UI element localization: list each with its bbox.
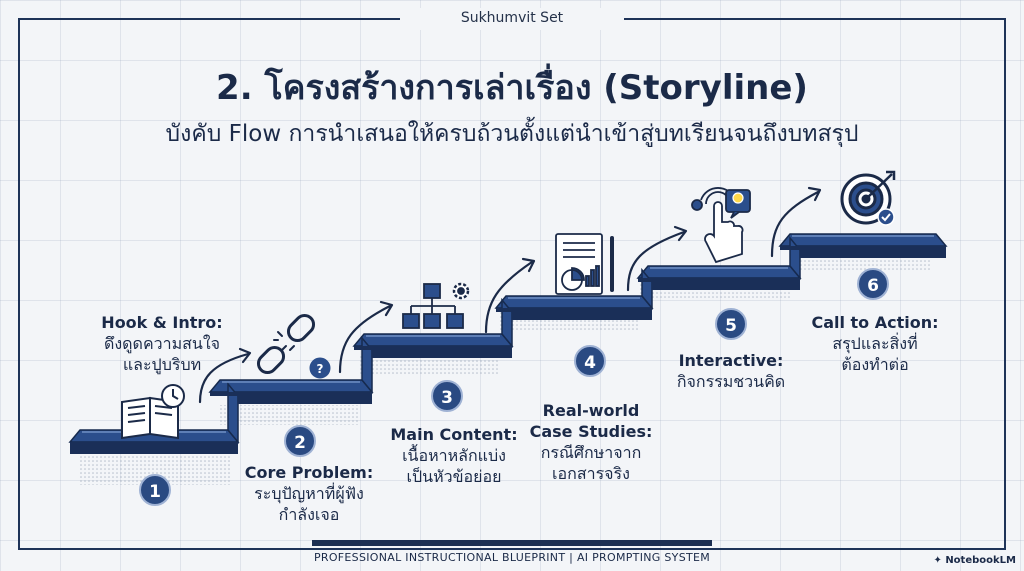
frame-label-mask bbox=[400, 8, 624, 30]
stair-front-faces bbox=[70, 246, 946, 454]
step-2-desc-line-1: ระบุปัญหาที่ผู้ฟัง bbox=[254, 484, 364, 503]
step-1-label: Hook & Intro: ดึงดูดความสนใจ และปูบริบท bbox=[78, 312, 246, 375]
step-3-badge: 3 bbox=[431, 380, 463, 412]
step-4-label: Real-world Case Studies: กรณีศึกษาจาก เอ… bbox=[516, 400, 666, 484]
step-6-desc-line-2: ต้องทำต่อ bbox=[841, 355, 909, 374]
step-2-desc-line-2: กำลังเจอ bbox=[278, 505, 340, 524]
hierarchy-gear-icon bbox=[402, 282, 470, 329]
step-1-badge: 1 bbox=[139, 474, 171, 506]
step-5-title: Interactive: bbox=[678, 351, 784, 370]
step-2-label: Core Problem: ระบุปัญหาที่ผู้ฟัง กำลังเจ… bbox=[234, 462, 384, 525]
step-2-title: Core Problem: bbox=[244, 463, 374, 482]
step-4-desc-line-1: กรณีศึกษาจาก bbox=[540, 443, 642, 462]
broken-chain-question-icon bbox=[256, 313, 331, 379]
page-title: 2. โครงสร้างการเล่าเรื่อง (Storyline) bbox=[216, 68, 808, 108]
hand-touch-lightbulb-icon bbox=[691, 187, 751, 264]
step-3-desc-line-2: เป็นหัวข้อย่อย bbox=[406, 467, 502, 486]
step-2-badge: 2 bbox=[284, 425, 316, 457]
progress-arrows bbox=[198, 186, 822, 404]
step-3-label: Main Content: เนื้อหาหลักแบ่ง เป็นหัวข้อ… bbox=[380, 424, 528, 487]
step-1-desc-line-1: ดึงดูดความสนใจ bbox=[103, 334, 221, 353]
step-5-badge: 5 bbox=[715, 308, 747, 340]
brand-watermark: ✦ NotebookLM bbox=[933, 555, 1016, 566]
brand-label: NotebookLM bbox=[945, 555, 1016, 566]
step-3-desc-line-1: เนื้อหาหลักแบ่ง bbox=[402, 446, 506, 465]
open-book-clock-icon bbox=[121, 384, 185, 440]
step-5-label: Interactive: กิจกรรมชวนคิด bbox=[656, 350, 806, 392]
brand-star-icon: ✦ bbox=[933, 555, 946, 566]
target-arrow-check-icon bbox=[840, 170, 896, 226]
step-4-desc-line-2: เอกสารจริง bbox=[552, 464, 630, 483]
report-chart-pen-icon bbox=[555, 233, 614, 295]
step-1-desc-line-2: และปูบริบท bbox=[122, 355, 202, 374]
step-6-badge: 6 bbox=[857, 268, 889, 300]
step-1-title: Hook & Intro: bbox=[101, 313, 223, 332]
step-6-title: Call to Action: bbox=[811, 313, 939, 332]
step-4-badge: 4 bbox=[574, 345, 606, 377]
step-3-title: Main Content: bbox=[390, 425, 518, 444]
step-4-title-line-1: Real-world bbox=[542, 401, 640, 420]
header-label: Sukhumvit Set bbox=[460, 10, 564, 26]
stair-top-surface bbox=[68, 233, 948, 443]
step-6-label: Call to Action: สรุปและสิ่งที่ ต้องทำต่อ bbox=[800, 312, 950, 375]
footer-text: PROFESSIONAL INSTRUCTIONAL BLUEPRINT | A… bbox=[313, 551, 711, 564]
step-4-title-line-2: Case Studies: bbox=[529, 422, 653, 441]
footer-bar bbox=[312, 540, 712, 546]
step-5-desc-line-1: กิจกรรมชวนคิด bbox=[676, 372, 786, 391]
page-subtitle: บังคับ Flow การนำเสนอให้ครบถ้วนตั้งแต่นำ… bbox=[165, 121, 859, 147]
question-mark-icon: ? bbox=[317, 362, 324, 376]
step-6-desc-line-1: สรุปและสิ่งที่ bbox=[832, 334, 918, 353]
